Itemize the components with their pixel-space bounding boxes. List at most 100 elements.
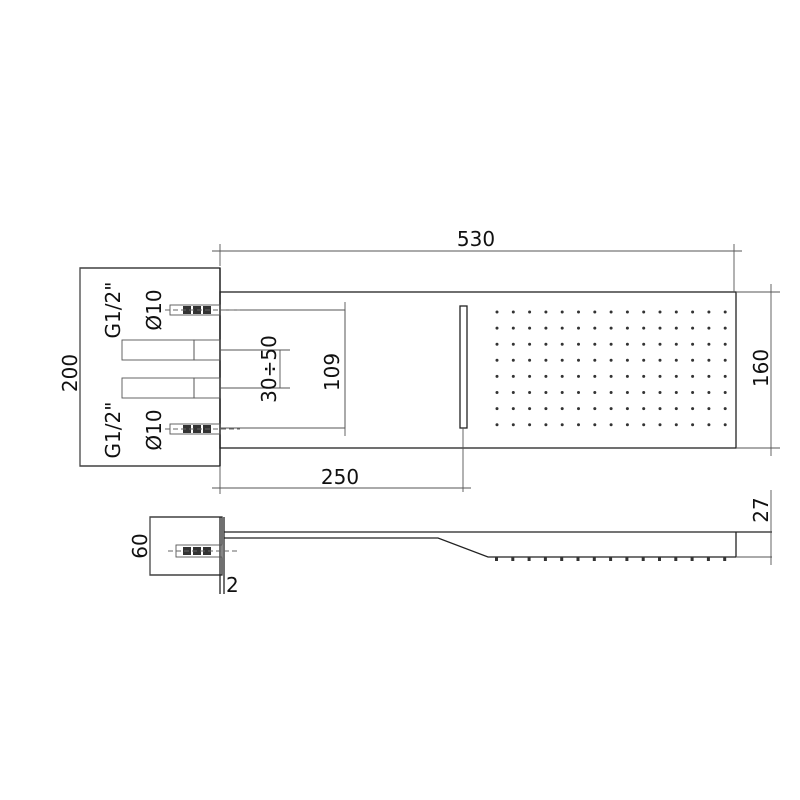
nozzle-dot	[544, 407, 548, 411]
nozzle-dot	[560, 423, 564, 427]
nozzle-dot	[691, 342, 695, 346]
nozzle-dot	[723, 391, 727, 394]
nozzle-dot	[625, 342, 629, 346]
nozzle-dot	[642, 342, 646, 346]
nozzle-dot	[528, 407, 532, 411]
nozzle-dot	[625, 310, 629, 314]
side-nozzle	[723, 557, 727, 561]
nozzle-grid	[495, 310, 727, 427]
plan-dimensions: 530 160 200 109 30÷50 G1/2" G1/2" Ø10 Ø1…	[58, 227, 780, 494]
nozzle-dot	[625, 423, 629, 427]
nozzle-dot	[625, 358, 629, 362]
dim-head-height: 160	[749, 349, 773, 387]
nozzle-dot	[577, 407, 580, 411]
nozzle-dot	[723, 326, 727, 330]
nozzle-dot	[642, 326, 646, 330]
side-nozzle	[625, 557, 629, 561]
side-nozzle	[609, 557, 613, 561]
label-diameter-top: Ø10	[142, 289, 166, 330]
nozzle-dot	[577, 391, 580, 394]
nozzle-dot	[658, 326, 662, 330]
nozzle-dot	[723, 423, 727, 427]
nozzle-dot	[642, 423, 646, 427]
dim-plate-thickness: 2	[226, 573, 239, 597]
nozzle-dot	[593, 342, 597, 346]
dim-inlet-spacing: 109	[320, 353, 344, 391]
nozzle-dot	[593, 358, 597, 362]
nozzle-dot	[609, 358, 613, 362]
nozzle-dot	[642, 407, 646, 411]
nozzle-dot	[495, 423, 499, 427]
side-nozzle	[690, 557, 694, 561]
side-nozzle	[592, 557, 596, 561]
nozzle-dot	[528, 423, 532, 427]
inlet-fitting-bottom	[165, 423, 240, 435]
nozzle-dot	[560, 374, 564, 378]
nozzle-dot	[560, 391, 564, 394]
nozzle-dot	[691, 358, 695, 362]
nozzle-dot	[723, 374, 727, 378]
nozzle-dot	[577, 423, 580, 427]
waterfall-slot	[459, 305, 468, 429]
nozzle-dot	[495, 374, 499, 378]
label-diameter-bottom: Ø10	[142, 409, 166, 450]
nozzle-dot	[560, 310, 564, 314]
nozzle-dot	[691, 407, 695, 411]
nozzle-dot	[609, 407, 613, 411]
nozzle-dot	[511, 358, 515, 362]
nozzle-dot	[528, 391, 532, 394]
nozzle-dot	[674, 358, 678, 362]
nozzle-dot	[707, 423, 711, 427]
nozzle-dot	[609, 310, 613, 314]
nozzle-dot	[528, 374, 532, 378]
side-inlet-fitting	[168, 544, 240, 558]
nozzle-dot	[723, 358, 727, 362]
dim-mount-plate-height: 200	[58, 354, 82, 392]
nozzle-dot	[528, 326, 532, 330]
nozzle-dot	[560, 342, 564, 346]
side-nozzle	[641, 557, 645, 561]
nozzle-dot	[609, 326, 613, 330]
side-nozzle-row	[495, 557, 727, 561]
dim-arm-length: 250	[321, 465, 359, 489]
nozzle-dot	[674, 391, 678, 394]
nozzle-dot	[495, 407, 499, 411]
nozzle-dot	[707, 374, 711, 378]
nozzle-dot	[674, 374, 678, 378]
dim-adjustable-range: 30÷50	[257, 335, 281, 403]
side-nozzle	[674, 557, 678, 561]
nozzle-dot	[609, 423, 613, 427]
nozzle-dot	[495, 358, 499, 362]
nozzle-dot	[707, 407, 711, 411]
nozzle-dot	[642, 358, 646, 362]
nozzle-dot	[691, 310, 695, 314]
nozzle-dot	[609, 374, 613, 378]
nozzle-dot	[528, 358, 532, 362]
nozzle-dot	[511, 407, 515, 411]
nozzle-dot	[658, 310, 662, 314]
plan-view	[79, 267, 737, 492]
side-view: 27 60 2	[128, 490, 773, 597]
nozzle-dot	[707, 326, 711, 330]
nozzle-dot	[593, 391, 597, 394]
nozzle-dot	[544, 326, 548, 330]
nozzle-dot	[593, 374, 597, 378]
nozzle-dot	[707, 391, 711, 394]
nozzle-dot	[544, 374, 548, 378]
side-body-bottom	[224, 537, 736, 558]
nozzle-dot	[495, 310, 499, 314]
nozzle-dot	[674, 342, 678, 346]
side-nozzle	[706, 557, 710, 561]
nozzle-dot	[577, 342, 580, 346]
adjustable-arms	[121, 339, 290, 399]
nozzle-dot	[560, 326, 564, 330]
nozzle-dot	[691, 374, 695, 378]
nozzle-dot	[658, 407, 662, 411]
nozzle-dot	[691, 423, 695, 427]
nozzle-dot	[658, 391, 662, 394]
side-nozzle	[658, 557, 661, 561]
nozzle-dot	[723, 310, 727, 314]
nozzle-dot	[707, 310, 711, 314]
nozzle-dot	[674, 310, 678, 314]
nozzle-dot	[658, 423, 662, 427]
